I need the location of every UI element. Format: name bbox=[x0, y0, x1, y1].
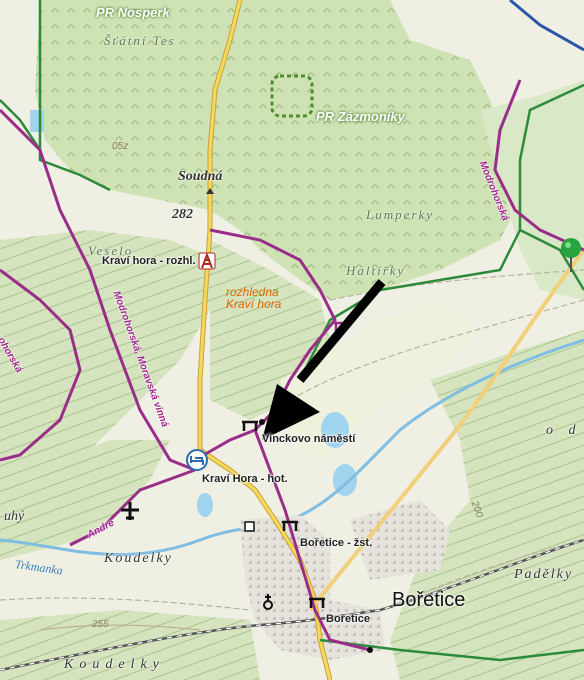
vineyard-southwest bbox=[0, 440, 170, 560]
locality-label-padelky: Padělky bbox=[514, 567, 574, 582]
stop-label-kravi-hora-hot[interactable]: Kraví Hora - hot. bbox=[202, 473, 288, 485]
contour-label-top: 05z bbox=[112, 141, 129, 152]
forest-label-statni-tes: Šťátní Tes bbox=[104, 33, 176, 48]
pointer-arrow bbox=[262, 279, 386, 440]
locality-label-koudelky-1: Koudelky bbox=[104, 551, 173, 566]
tracks bbox=[0, 269, 584, 611]
railway-stop-icon[interactable] bbox=[282, 520, 298, 531]
contour-label-255: 255 bbox=[92, 619, 109, 630]
stop-label-vinckovo[interactable]: Vinckovo náměstí bbox=[262, 433, 356, 445]
stop-label-boretice[interactable]: Bořetice bbox=[326, 613, 371, 625]
hotel-icon[interactable] bbox=[186, 449, 208, 471]
forest-area-east bbox=[480, 80, 584, 300]
road-blue bbox=[509, 0, 584, 52]
town-stop-dot[interactable] bbox=[367, 647, 373, 653]
locality-label-koudelky-2: Koudelky bbox=[64, 657, 165, 672]
locality-label-od: o d bbox=[546, 423, 582, 438]
reserve-label-zazmoniky: PR Zázmoníky bbox=[316, 109, 405, 124]
trails-green bbox=[0, 0, 584, 662]
bus-stop-dot[interactable] bbox=[259, 419, 265, 425]
church-icon[interactable] bbox=[263, 594, 273, 610]
reserve-label-nosperk: PR Nosperk bbox=[96, 5, 170, 20]
locality-label-soudna: Soudná bbox=[178, 169, 223, 184]
peak-elevation-label: 282 bbox=[172, 207, 193, 222]
observation-tower-icon[interactable] bbox=[198, 252, 216, 270]
forest-label-haltirky: Haltířky bbox=[346, 263, 406, 278]
locality-label-uhy: uhý bbox=[4, 509, 25, 524]
vineyard-center bbox=[210, 240, 330, 420]
airfield-icon[interactable] bbox=[121, 502, 139, 520]
boretice-stop-icon[interactable] bbox=[309, 597, 325, 608]
green-pin-icon[interactable] bbox=[561, 238, 581, 272]
vineyard-west bbox=[0, 230, 220, 480]
peak-icon bbox=[206, 188, 214, 194]
contour-255 bbox=[39, 624, 201, 631]
road-east bbox=[308, 248, 584, 612]
industrial-area bbox=[350, 500, 450, 580]
railway-ties bbox=[0, 539, 584, 671]
stop-label-kravi-hora-rozhl[interactable]: Kraví hora - rozhl. bbox=[102, 255, 196, 267]
reserve-boundary bbox=[270, 74, 314, 118]
station-building-icon[interactable] bbox=[244, 521, 255, 532]
pond-1 bbox=[321, 412, 349, 448]
poi-label-rozhledna[interactable]: rozhledna Kraví hora bbox=[226, 285, 282, 311]
stop-label-boretice-zst[interactable]: Bořetice - žst. bbox=[300, 537, 373, 549]
pond-3 bbox=[197, 493, 213, 517]
bus-stop-icon[interactable] bbox=[242, 420, 258, 431]
forest-label-lumperky: Lumperky bbox=[366, 207, 434, 222]
forest-label-veselo: Veselo bbox=[88, 243, 134, 258]
town-label-boretice: Bořetice bbox=[392, 589, 466, 611]
forest-area-north bbox=[35, 0, 520, 300]
pond-4 bbox=[30, 110, 44, 132]
